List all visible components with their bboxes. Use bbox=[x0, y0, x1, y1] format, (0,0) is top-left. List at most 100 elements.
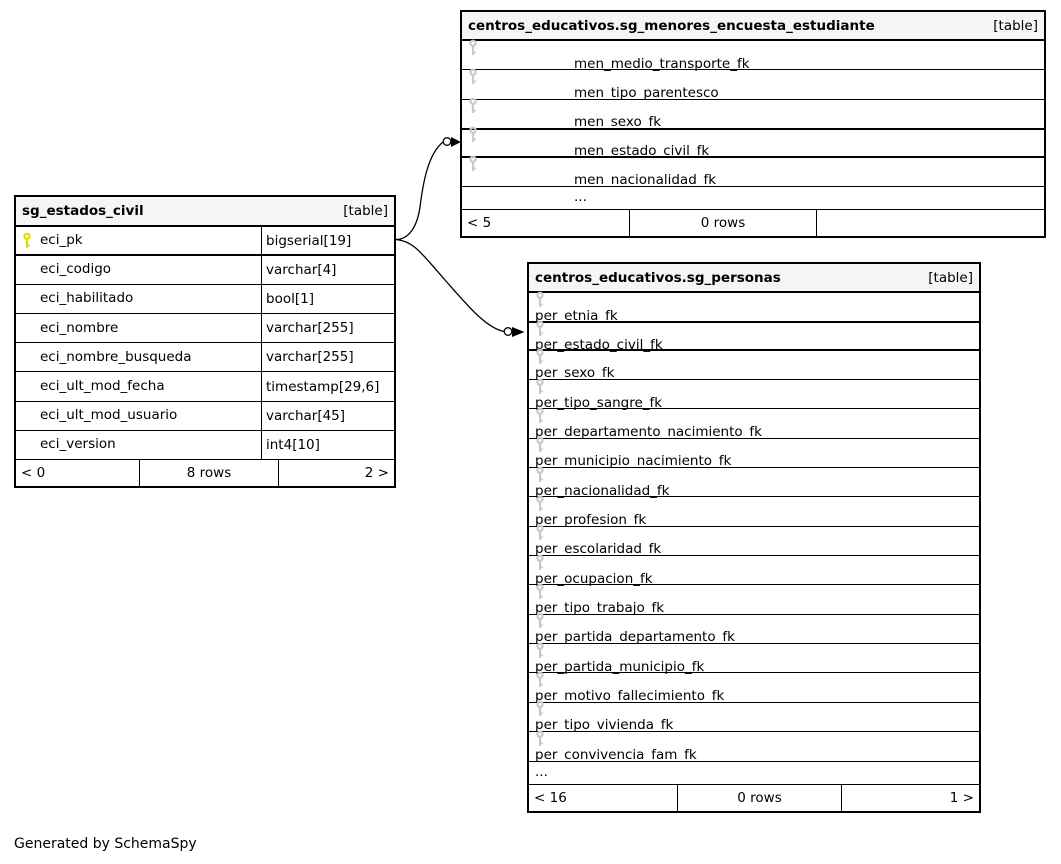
more-columns-row: ... bbox=[462, 186, 1044, 210]
column-row-eci_ult_mod_usuario: eci_ult_mod_usuario varchar[45] bbox=[16, 401, 394, 431]
primary-key-icon bbox=[22, 232, 32, 249]
column-name-cell: eci_nombre bbox=[16, 314, 262, 343]
column-name-label: per_ocupacion_fk bbox=[535, 570, 653, 587]
table-type-badge: [table] bbox=[928, 269, 973, 286]
parents-indicator: < 16 bbox=[529, 784, 678, 811]
foreign-key-icon bbox=[535, 407, 545, 424]
column-name-cell: per_motivo_fallecimiento_fk bbox=[535, 671, 724, 704]
column-row-per_municipio_nacimiento_fk: per_municipio_nacimiento_fk bbox=[529, 436, 979, 470]
column-name-cell: per_tipo_sangre_fk bbox=[535, 378, 662, 411]
foreign-key-icon bbox=[535, 466, 545, 483]
column-name-label: men_medio_transporte_fk bbox=[574, 55, 750, 72]
children-indicator: 1 > bbox=[949, 789, 974, 806]
column-name-cell: per_etnia_fk bbox=[535, 291, 618, 324]
table-type-badge: [table] bbox=[993, 17, 1038, 34]
column-name-label: men_nacionalidad_fk bbox=[574, 172, 717, 189]
column-name-label: eci_nombre bbox=[40, 319, 119, 336]
column-name-cell: eci_nombre_busqueda bbox=[16, 343, 262, 372]
column-name-label: per_departamento_nacimiento_fk bbox=[535, 424, 762, 441]
table-node-sg-personas[interactable]: centros_educativos.sg_personas [table] p… bbox=[527, 262, 981, 813]
foreign-key-icon bbox=[468, 39, 478, 56]
column-name-cell: men_medio_transporte_fk bbox=[468, 39, 750, 72]
arrowhead-icon bbox=[512, 327, 525, 337]
foreign-key-icon bbox=[535, 583, 545, 600]
foreign-key-icon bbox=[535, 320, 545, 337]
foreign-key-icon bbox=[535, 378, 545, 395]
column-name-cell: per_sexo_fk bbox=[535, 348, 614, 381]
column-name-label: per_motivo_fallecimiento_fk bbox=[535, 688, 725, 705]
table-header: centros_educativos.sg_menores_encuesta_e… bbox=[462, 12, 1044, 41]
cardinality-circle bbox=[442, 137, 452, 146]
column-name-cell: eci_habilitado bbox=[16, 285, 262, 314]
column-type-label: timestamp[29,6] bbox=[266, 378, 380, 395]
column-row-per_profesion_fk: per_profesion_fk bbox=[529, 495, 979, 528]
column-row-per_nacionalidad_fk: per_nacionalidad_fk bbox=[529, 466, 979, 499]
relationship-line-menores bbox=[395, 137, 461, 241]
column-row-men_tipo_parentesco: men_tipo_parentesco bbox=[462, 68, 1044, 100]
relationship-line-personas bbox=[395, 238, 525, 337]
column-name-label: men_estado_civil_fk bbox=[574, 143, 710, 160]
table-title[interactable]: centros_educativos.sg_menores_encuesta_e… bbox=[468, 17, 875, 34]
row-count: 8 rows bbox=[140, 459, 279, 486]
children-indicator: 2 > bbox=[364, 464, 389, 481]
table-title[interactable]: centros_educativos.sg_personas bbox=[535, 269, 781, 286]
table-footer: < 0 8 rows 2 > bbox=[16, 459, 394, 486]
column-name-cell: eci_version bbox=[16, 430, 262, 459]
column-name-label: per_profesion_fk bbox=[535, 512, 647, 529]
column-name-cell: per_convivencia_fam_fk bbox=[535, 730, 697, 763]
foreign-key-icon bbox=[535, 291, 545, 308]
column-name-cell: per_profesion_fk bbox=[535, 495, 646, 528]
column-row-men_sexo_fk: men_sexo_fk bbox=[462, 97, 1044, 129]
column-name-label: per_partida_municipio_fk bbox=[535, 658, 705, 675]
column-row-per_tipo_trabajo_fk: per_tipo_trabajo_fk bbox=[529, 583, 979, 617]
column-row-per_departamento_nacimiento_fk: per_departamento_nacimiento_fk bbox=[529, 407, 979, 440]
column-name-cell: eci_codigo bbox=[16, 256, 262, 285]
column-name-label: eci_nombre_busqueda bbox=[40, 348, 192, 365]
column-name-cell: per_departamento_nacimiento_fk bbox=[535, 407, 762, 440]
column-name-cell: per_estado_civil_fk bbox=[535, 320, 663, 353]
column-name-label: eci_ult_mod_usuario bbox=[40, 406, 178, 423]
column-name-cell: eci_ult_mod_fecha bbox=[16, 372, 262, 401]
column-row-men_nacionalidad_fk: men_nacionalidad_fk bbox=[462, 155, 1044, 189]
column-row-per_motivo_fallecimiento_fk: per_motivo_fallecimiento_fk bbox=[529, 671, 979, 704]
parents-indicator: < 5 bbox=[462, 209, 630, 236]
column-row-men_estado_civil_fk: men_estado_civil_fk bbox=[462, 126, 1044, 160]
foreign-key-icon bbox=[468, 97, 478, 114]
foreign-key-icon bbox=[535, 642, 545, 659]
table-node-sg-menores-encuesta-estudiante[interactable]: centros_educativos.sg_menores_encuesta_e… bbox=[460, 10, 1046, 238]
table-title[interactable]: sg_estados_civil bbox=[22, 203, 144, 219]
column-name-label: per_municipio_nacimiento_fk bbox=[535, 453, 732, 470]
table-header: centros_educativos.sg_personas [table] bbox=[529, 264, 979, 293]
column-name-cell: per_nacionalidad_fk bbox=[535, 466, 670, 499]
column-name-cell: per_partida_municipio_fk bbox=[535, 642, 704, 675]
foreign-key-icon bbox=[468, 155, 478, 172]
column-row-per_escolaridad_fk: per_escolaridad_fk bbox=[529, 524, 979, 558]
column-name-label: per_tipo_trabajo_fk bbox=[535, 600, 665, 617]
foreign-key-icon bbox=[535, 524, 545, 541]
foreign-key-icon bbox=[535, 612, 545, 629]
foreign-key-icon bbox=[535, 495, 545, 512]
row-count: 0 rows bbox=[678, 784, 842, 811]
column-name-cell: per_tipo_vivienda_fk bbox=[535, 700, 673, 733]
column-name-label: per_escolaridad_fk bbox=[535, 541, 662, 558]
foreign-key-icon bbox=[535, 554, 545, 571]
column-name-label: eci_habilitado bbox=[40, 290, 134, 307]
column-type-label: varchar[45] bbox=[266, 407, 346, 424]
column-row-per_tipo_vivienda_fk: per_tipo_vivienda_fk bbox=[529, 700, 979, 733]
column-name-label: eci_codigo bbox=[40, 261, 112, 278]
generator-note: Generated by SchemaSpy bbox=[14, 836, 197, 852]
column-row-per_partida_departamento_fk: per_partida_departamento_fk bbox=[529, 612, 979, 644]
column-row-per_etnia_fk: per_etnia_fk bbox=[529, 291, 979, 324]
column-row-per_partida_municipio_fk: per_partida_municipio_fk bbox=[529, 642, 979, 675]
foreign-key-icon bbox=[535, 730, 545, 747]
column-name-label: per_tipo_vivienda_fk bbox=[535, 717, 674, 734]
column-row-men_medio_transporte_fk: men_medio_transporte_fk bbox=[462, 39, 1044, 72]
